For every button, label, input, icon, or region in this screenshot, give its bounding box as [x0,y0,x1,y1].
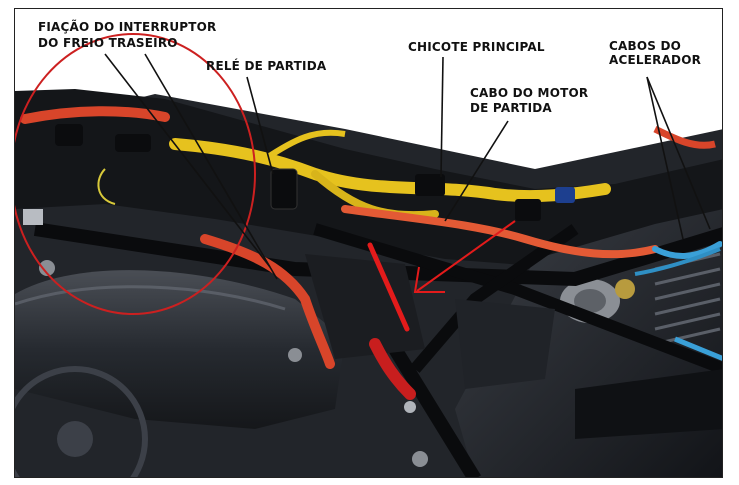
label-throttle-cables-1: CABOS DO [609,39,682,53]
starter-relay [270,168,298,210]
rear-wheel [15,366,148,477]
air-filter-box [455,299,555,389]
frame-bolt [39,260,55,276]
highlight-circle [15,33,256,315]
label-throttle-cables-2: ACELERADOR [609,53,702,67]
starter-cable-sleeve [341,205,659,259]
label-rear-brake-wiring-1: FIAÇÃO DO INTERRUPTOR [38,20,217,34]
spring-red [369,338,416,400]
label-starter-motor-cable-2: DE PARTIDA [470,101,552,115]
carb-linkage [615,279,635,299]
exhaust-muffler [15,270,345,429]
label-starter-motor-cable-1: CABO DO MOTOR [470,86,589,100]
brake-wire-sleeve [200,234,335,369]
throttle-cable-blue [652,241,722,259]
battery-box [305,254,425,359]
annotation-overlay [15,33,711,332]
leader-lines [104,53,711,280]
red-pointer-line [367,242,410,332]
label-rear-brake-wiring-2: DO FREIO TRASEIRO [38,36,178,50]
photo-frame: FIAÇÃO DO INTERRUPTOR DO FREIO TRASEIRO … [14,8,723,478]
label-main-harness: CHICOTE PRINCIPAL [408,40,545,54]
red-arrow [413,220,516,293]
main-harness-tape [169,138,611,203]
label-starter-relay: RELÉ DE PARTIDA [206,59,327,73]
lower-frame-tube [33,222,722,287]
